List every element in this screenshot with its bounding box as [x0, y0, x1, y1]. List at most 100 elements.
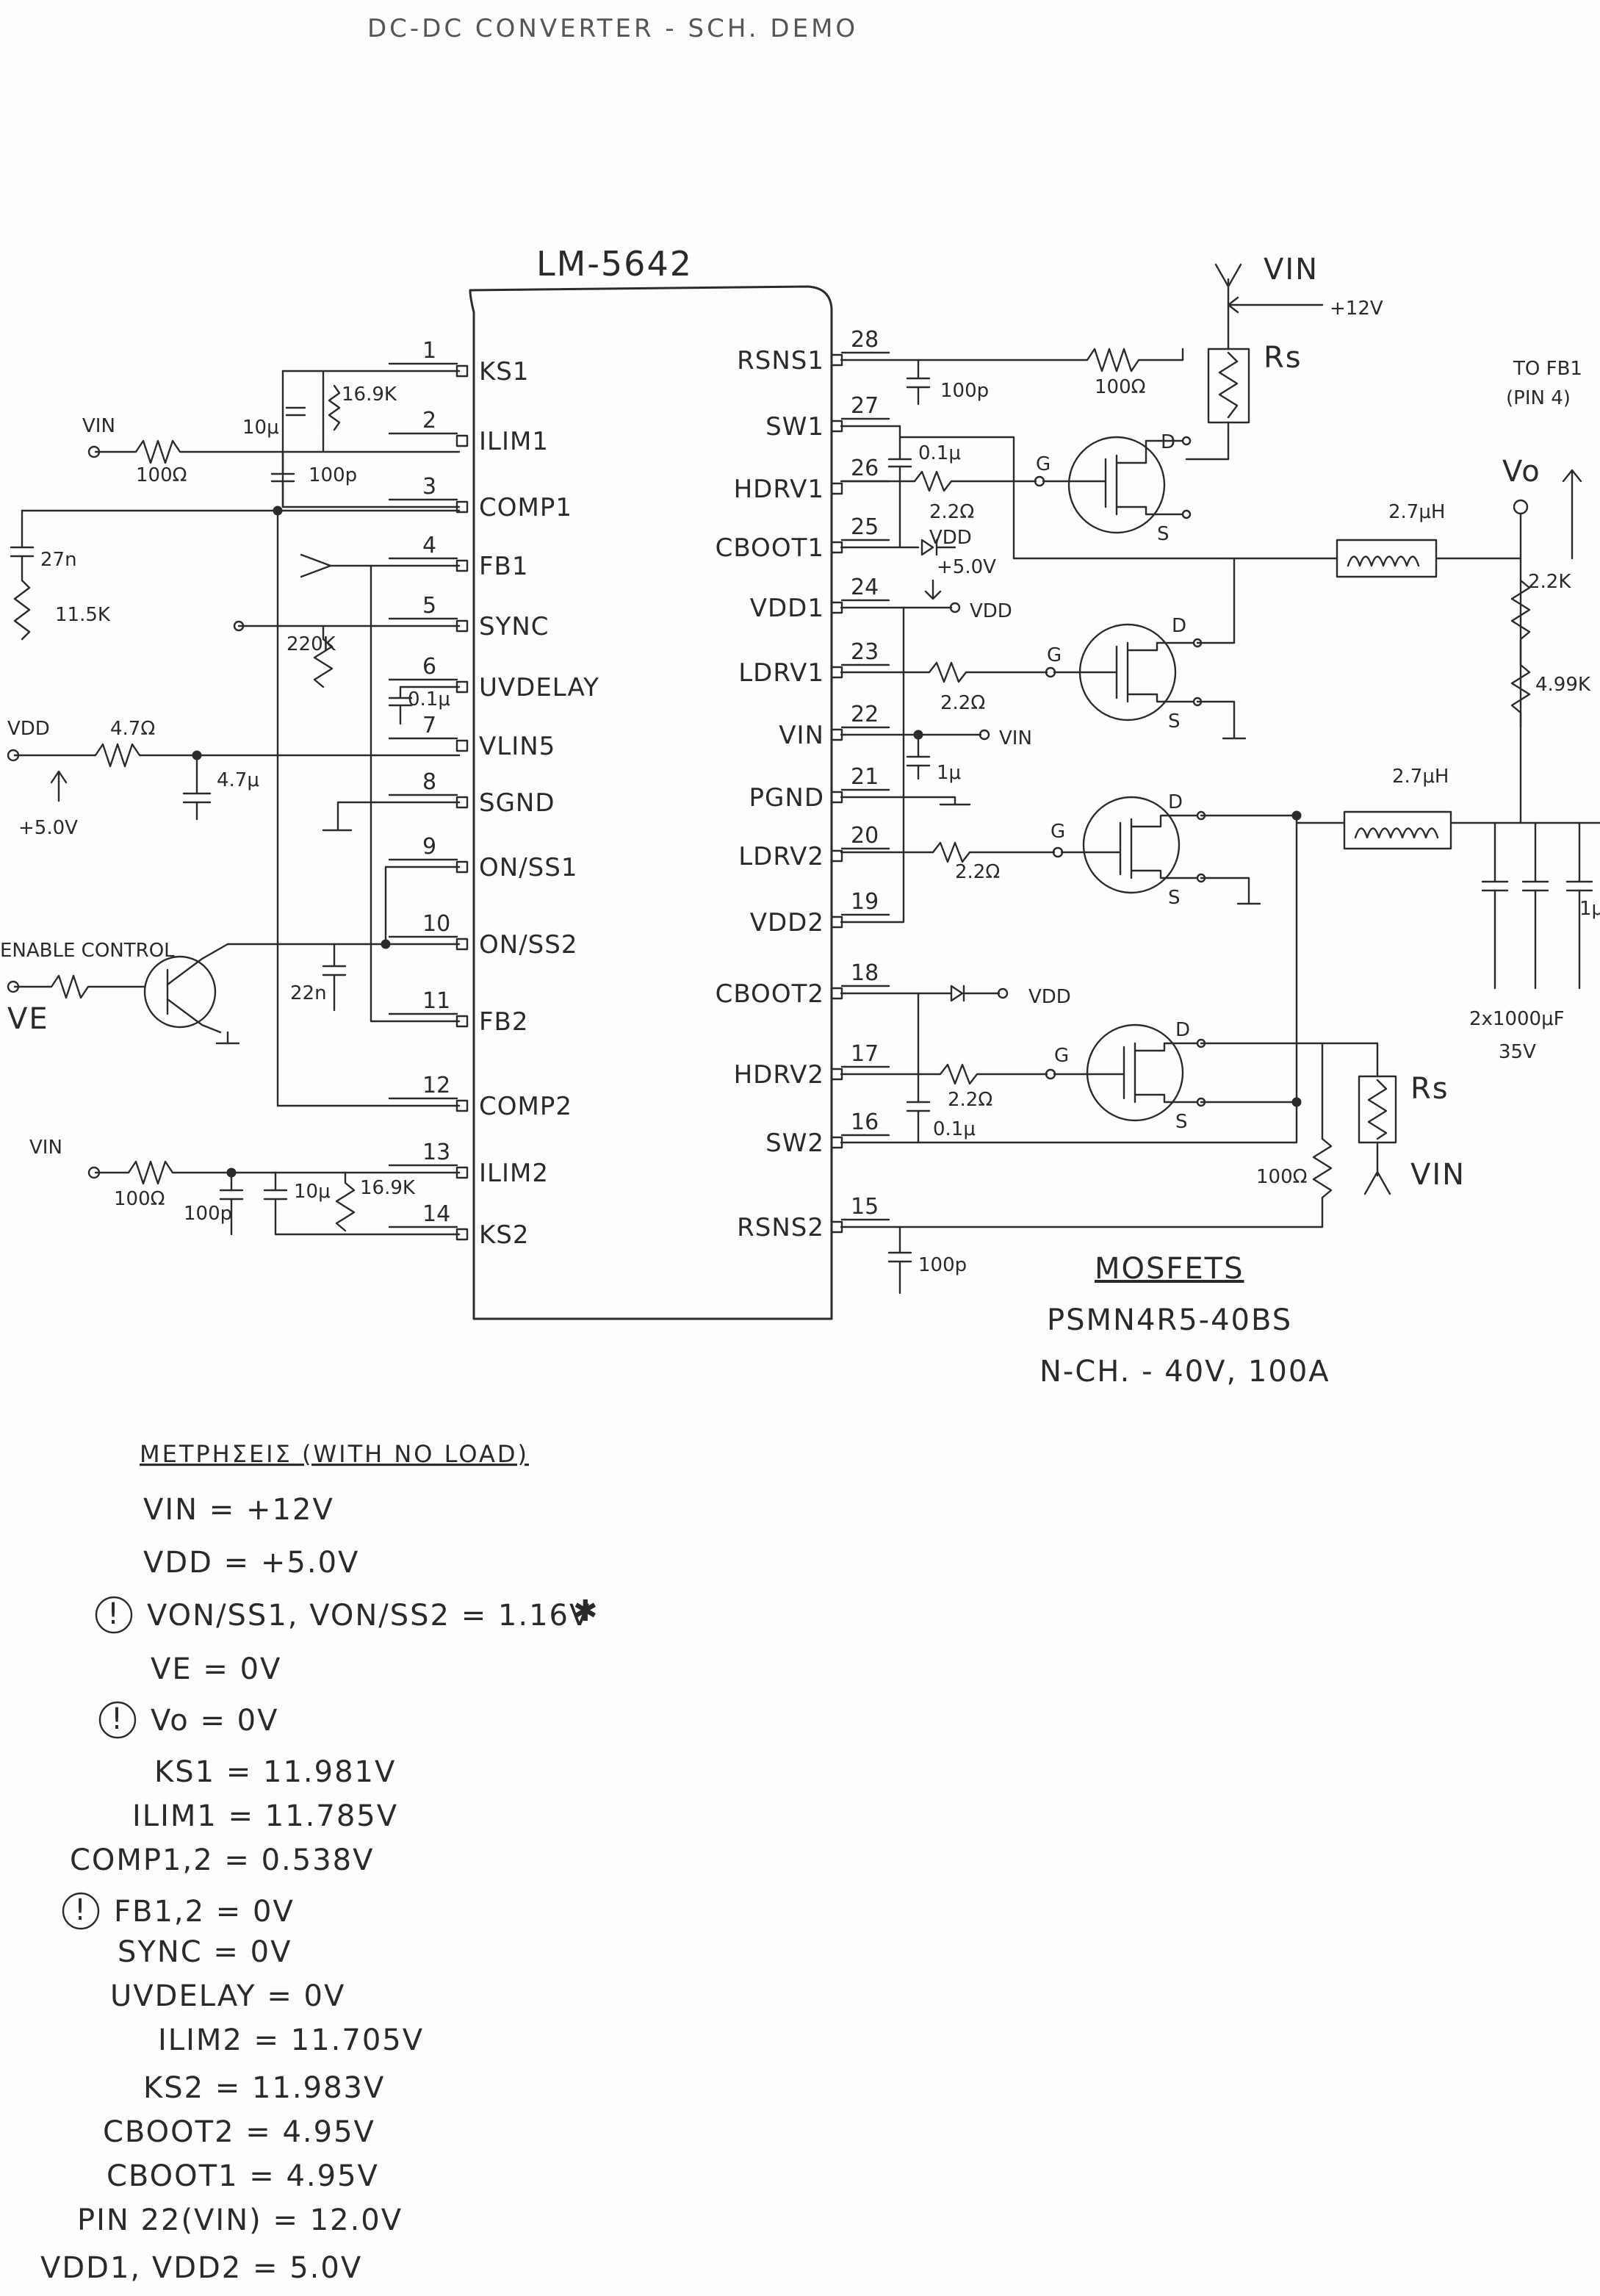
ilim2-ks2-network: [87, 1160, 461, 1236]
pin-number: 10: [422, 911, 450, 937]
measurement-line: KS1 = 11.981V: [154, 1755, 394, 1789]
pin-pad: [830, 849, 843, 863]
measurement-line: UVDELAY = 0V: [110, 1979, 344, 2013]
resistor-11k5: 11.5K: [55, 604, 111, 626]
measurement-text: SYNC = 0V: [118, 1935, 292, 1969]
mosfet-q1: [1042, 436, 1192, 534]
measurement-text: FB1,2 = 0V: [114, 1895, 295, 1929]
resistor-4k99: 4.99K: [1535, 674, 1591, 696]
measurement-text: CBOOT1 = 4.95V: [107, 2159, 379, 2193]
mosfet-q4: [1053, 1023, 1379, 1122]
measurement-text: PIN 22(VIN) = 12.0V: [77, 2203, 403, 2237]
rs-label-bottom: Rs: [1410, 1072, 1449, 1106]
mosfet-spec: N-CH. - 40V, 100A: [1039, 1355, 1330, 1389]
pin-number: 24: [851, 575, 879, 600]
measurement-text: CBOOT2 = 4.95V: [103, 2115, 375, 2149]
pin-label: HDRV2: [734, 1060, 824, 1090]
q3-drain-label: D: [1168, 791, 1183, 813]
pin-label: COMP1: [479, 493, 572, 522]
pin-number: 3: [422, 474, 436, 500]
measurement-line: VE = 0V: [151, 1652, 281, 1686]
mosfet-q2: [1053, 557, 1247, 740]
pin-number: 27: [851, 393, 879, 419]
plus12v-label: +12V: [1330, 298, 1383, 320]
measurement-line: ILIM1 = 11.785V: [132, 1799, 398, 1833]
vdd1-net: [840, 579, 961, 924]
pin-number: 19: [851, 889, 879, 915]
enable-control-label: ENABLE CONTROL: [0, 940, 175, 962]
rs-bottom: [1358, 1071, 1397, 1195]
vdd-label-left: VDD: [7, 718, 50, 740]
ve-label: VE: [7, 1002, 49, 1036]
q2-gate-label: G: [1047, 644, 1062, 666]
pin-number: 15: [851, 1194, 879, 1220]
resistor-100-rsns1: 100Ω: [1095, 376, 1146, 398]
measurement-line: VDD1, VDD2 = 5.0V: [40, 2251, 362, 2285]
left-pin: 9ON/SS1: [388, 834, 577, 882]
resistor-16k9-ks2: 16.9K: [360, 1177, 416, 1199]
vo-label: Vo: [1502, 455, 1541, 489]
pin-label: CBOOT2: [716, 979, 824, 1009]
vin-pin22-net: [840, 729, 990, 780]
pin-pad: [455, 434, 469, 447]
resistor-2r2-ldrv2: 2.2Ω: [955, 861, 1000, 883]
sheet-title: DC-DC CONVERTER - SCH. DEMO: [367, 14, 858, 43]
measurement-line: COMP1,2 = 0.538V: [70, 1843, 374, 1877]
pin-label: SW1: [765, 412, 824, 442]
output-caps: [1481, 821, 1593, 990]
pin-number: 20: [851, 823, 879, 849]
pin-label: FB2: [479, 1007, 529, 1037]
right-pin-group: 28RSNS127SW126HDRV125CBOOT124VDD123LDRV1…: [716, 327, 890, 1242]
vin-label-left-top: VIN: [82, 415, 115, 437]
pin-number: 2: [422, 408, 436, 433]
pin-number: 5: [422, 593, 436, 619]
pin-label: UVDELAY: [479, 673, 599, 702]
resistor-2r2-ldrv1: 2.2Ω: [940, 692, 985, 714]
measurement-text: COMP1,2 = 0.538V: [70, 1843, 374, 1877]
cap-100p-rsns1: 100p: [940, 380, 989, 402]
pin-label: VLIN5: [479, 732, 555, 761]
mosfet-part: PSMN4R5-40BS: [1047, 1303, 1292, 1337]
pin-label: VDD2: [750, 908, 824, 938]
measurement-line: KS2 = 11.983V: [143, 2071, 383, 2105]
pin-label: ILIM1: [479, 427, 549, 456]
measurement-text: VE = 0V: [151, 1652, 281, 1686]
sgnd-net: [322, 801, 461, 832]
cap-0u1-uvdelay: 0.1μ: [408, 688, 450, 710]
resistor-2r2-hdrv1: 2.2Ω: [929, 501, 974, 523]
measurement-line: CBOOT1 = 4.95V: [107, 2159, 379, 2193]
mosfet-heading: MOSFETS: [1095, 1252, 1244, 1286]
vdd-label-cboot1: VDD: [929, 527, 972, 549]
pin-number: 23: [851, 639, 879, 665]
q2-drain-label: D: [1172, 615, 1186, 637]
pin-label: CBOOT1: [716, 533, 824, 563]
pin-number: 11: [422, 988, 450, 1014]
left-pin-group: 1KS12ILIM13COMP14FB15SYNC6UVDELAY7VLIN58…: [388, 338, 599, 1250]
measurement-text: VDD1, VDD2 = 5.0V: [40, 2251, 362, 2285]
warning-icon: [98, 1701, 137, 1739]
cap-0u1-cboot2: 0.1μ: [933, 1118, 976, 1140]
measurement-text: ILIM1 = 11.785V: [132, 1799, 398, 1833]
pin-label: KS2: [479, 1220, 530, 1250]
plus5v-label-left: +5.0V: [18, 817, 78, 839]
pin-number: 28: [851, 327, 879, 353]
q4-gate-label: G: [1054, 1045, 1069, 1067]
pin-number: 12: [422, 1073, 450, 1098]
to-fb1-pin-label: (PIN 4): [1506, 387, 1571, 409]
ic-body: [469, 285, 833, 1320]
sw1-hdrv1-cboot1-net: [840, 425, 1225, 560]
